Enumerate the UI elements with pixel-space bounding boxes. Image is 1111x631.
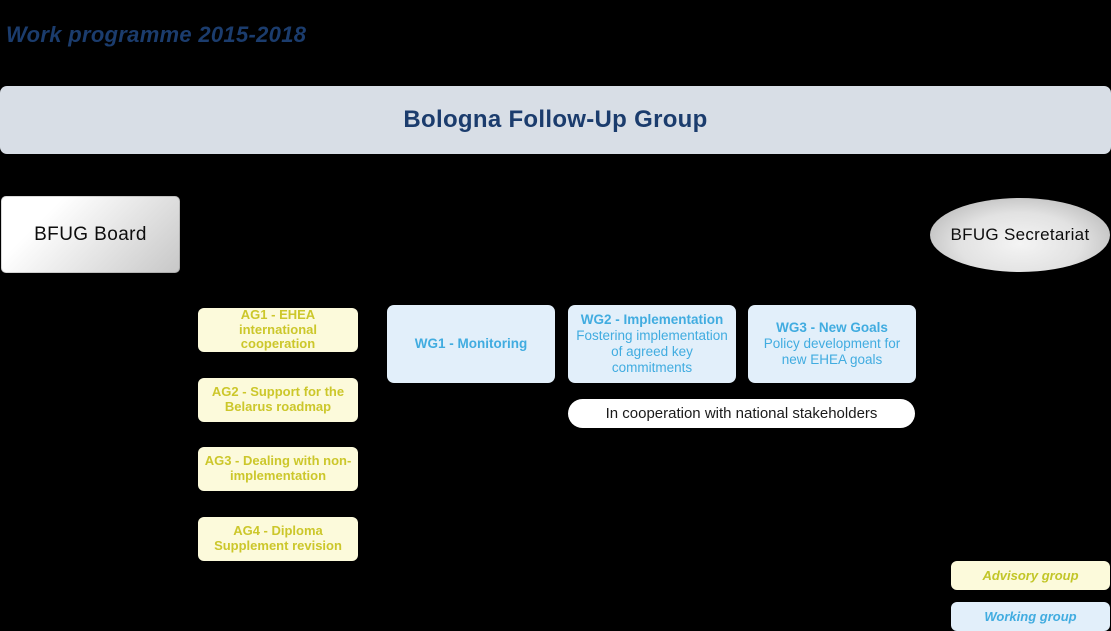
- working-group-wg2: WG2 - Implementation Fostering implement…: [568, 305, 736, 383]
- bfug-board-node: BFUG Board: [1, 196, 180, 273]
- wg2-title: WG2 - Implementation: [580, 311, 724, 327]
- bfug-board-label: BFUG Board: [34, 223, 147, 245]
- advisory-group-ag3: AG3 - Dealing with non-implementation: [198, 447, 358, 491]
- wg1-title: WG1 - Monitoring: [414, 335, 528, 351]
- legend-working-label: Working group: [984, 609, 1077, 624]
- advisory-group-ag4: AG4 - Diploma Supplement revision: [198, 517, 358, 561]
- legend-advisory-label: Advisory group: [982, 568, 1079, 583]
- advisory-group-ag1: AG1 - EHEA international cooperation: [198, 306, 358, 352]
- advisory-group-ag2: AG2 - Support for the Belarus roadmap: [198, 378, 358, 422]
- wg3-subtitle: Policy development for new EHEA goals: [763, 335, 901, 368]
- cooperation-note-label: In cooperation with national stakeholder…: [605, 405, 878, 422]
- ag3-label: AG3 - Dealing with non-implementation: [204, 453, 352, 483]
- page-title: Work programme 2015-2018: [6, 22, 307, 47]
- wg3-title: WG3 - New Goals: [776, 319, 888, 335]
- legend-working-group: Working group: [951, 602, 1110, 631]
- wg2-subtitle: Fostering implementation of agreed key c…: [576, 327, 728, 376]
- working-group-wg3: WG3 - New Goals Policy development for n…: [748, 305, 916, 383]
- ag2-label: AG2 - Support for the Belarus roadmap: [211, 384, 345, 414]
- header-label: Bologna Follow-Up Group: [403, 106, 708, 133]
- ag1-label: AG1 - EHEA international cooperation: [238, 306, 317, 352]
- bfug-secretariat-label: BFUG Secretariat: [950, 224, 1090, 244]
- cooperation-note: In cooperation with national stakeholder…: [568, 399, 915, 428]
- bologna-follow-up-group-node: Bologna Follow-Up Group: [0, 86, 1111, 154]
- working-group-wg1: WG1 - Monitoring: [387, 305, 555, 383]
- bfug-secretariat-node: BFUG Secretariat: [930, 198, 1110, 272]
- ag4-label: AG4 - Diploma Supplement revision: [214, 523, 342, 553]
- legend-advisory-group: Advisory group: [951, 561, 1110, 590]
